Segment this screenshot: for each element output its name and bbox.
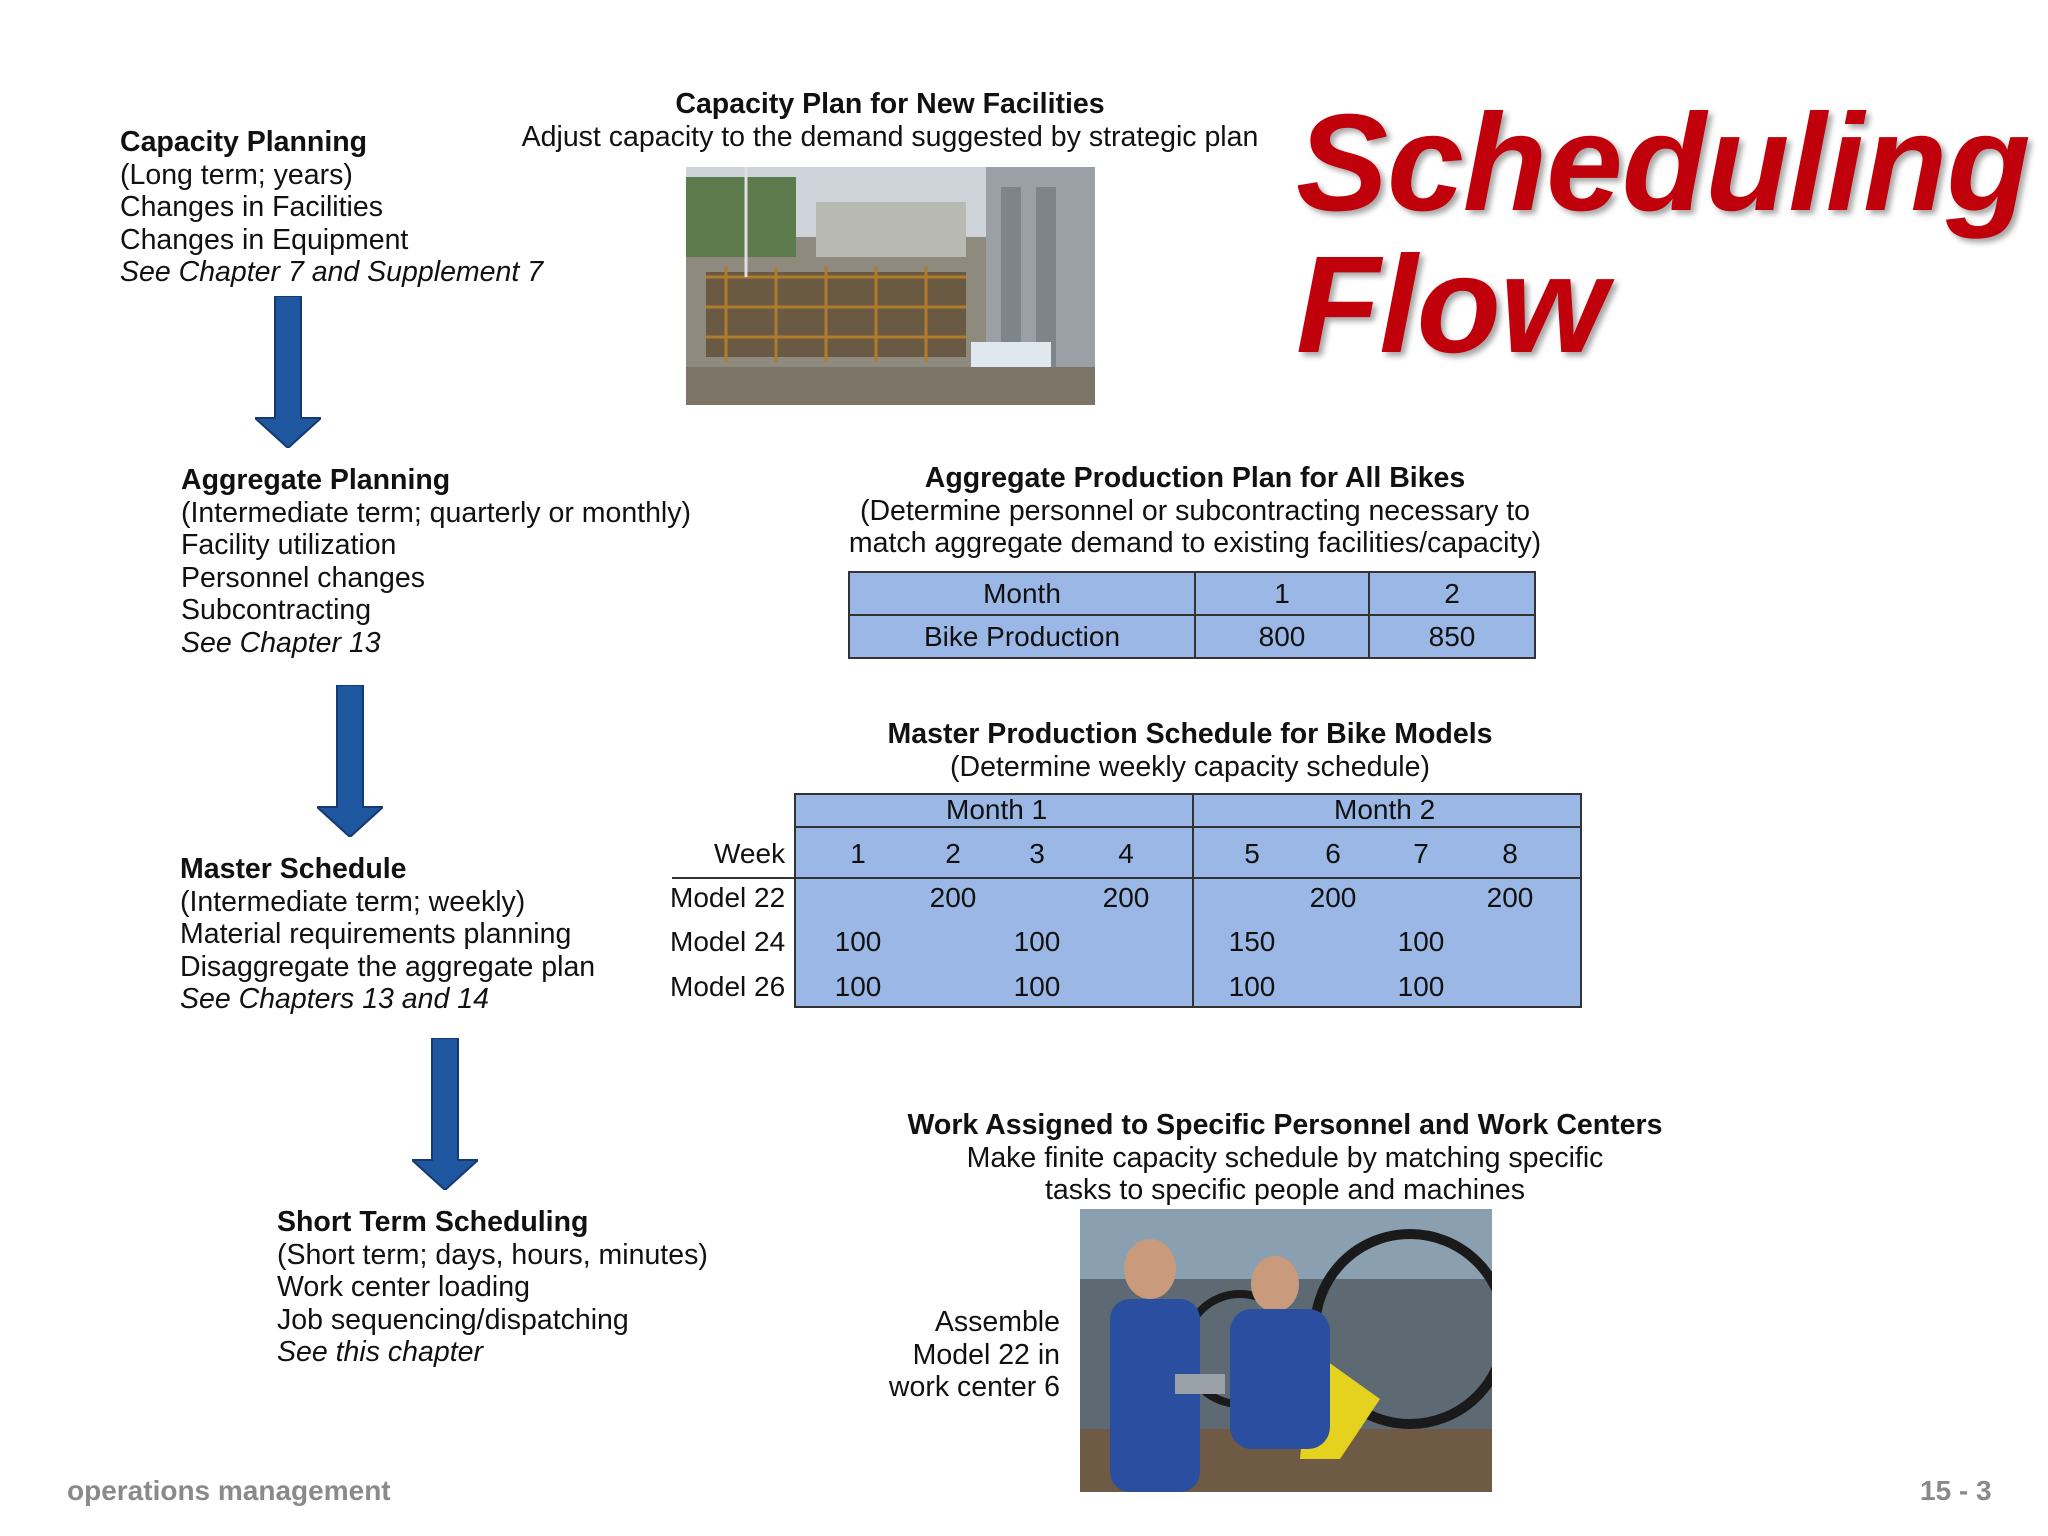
table-cell: Bike Production <box>848 614 1196 659</box>
mps-week-number: 3 <box>1029 838 1045 869</box>
short-term-scheduling-block: Short Term Scheduling (Short term; days,… <box>277 1206 708 1368</box>
bike-assembly-photo <box>1080 1209 1492 1492</box>
mps-week-number: 2 <box>945 838 961 869</box>
capacity-planning-block: Capacity Planning (Long term; years) Cha… <box>120 126 544 288</box>
mps-cell: 100 <box>1013 926 1061 957</box>
mps-caption: Master Production Schedule for Bike Mode… <box>887 718 1493 783</box>
work-assigned-caption: Work Assigned to Specific Personnel and … <box>907 1109 1663 1206</box>
mps-divider <box>672 877 1580 879</box>
table-cell: 850 <box>1368 614 1536 659</box>
mps-cell: 100 <box>1013 971 1061 1002</box>
table-cell: 1 <box>1194 571 1370 616</box>
mps-cell: 100 <box>1397 926 1445 957</box>
mps-model-label: Model 22 <box>670 882 786 913</box>
mps-week-number: 7 <box>1413 838 1429 869</box>
construction-site-photo <box>686 167 1095 405</box>
aggregate-plan-table: Month 1 2 Bike Production 800 850 <box>848 571 1536 659</box>
mps-cell: 200 <box>929 882 977 913</box>
table-cell: 2 <box>1368 571 1536 616</box>
mps-cell: 200 <box>1309 882 1357 913</box>
mps-divider <box>1192 793 1194 1008</box>
mps-cell: 100 <box>834 971 882 1002</box>
assembly-caption: Assemble Model 22 in work center 6 <box>888 1306 1060 1403</box>
mps-cell: 100 <box>834 926 882 957</box>
capacity-plan-caption: Capacity Plan for New Facilities Adjust … <box>521 88 1259 153</box>
mps-month-header: Month 2 <box>1334 794 1436 825</box>
aggregate-plan-caption: Aggregate Production Plan for All Bikes … <box>848 462 1542 559</box>
down-arrow-icon <box>317 685 383 837</box>
mps-week-number: 4 <box>1118 838 1134 869</box>
down-arrow-icon <box>255 296 321 448</box>
mps-model-label: Model 26 <box>670 971 786 1002</box>
slide-number: 15 - 3 <box>1920 1475 1992 1506</box>
mps-week-label: Week <box>714 838 786 869</box>
mps-week-number: 1 <box>850 838 866 869</box>
mps-week-number: 8 <box>1502 838 1518 869</box>
mps-week-number: 6 <box>1325 838 1341 869</box>
mps-cell: 200 <box>1486 882 1534 913</box>
footer-course-label: operations management <box>67 1475 391 1506</box>
table-row: Month 1 2 <box>848 571 1536 616</box>
mps-month-header: Month 1 <box>946 794 1048 825</box>
master-schedule-block: Master Schedule (Intermediate term; week… <box>180 853 596 1015</box>
mps-table <box>794 793 1582 1008</box>
table-cell: 800 <box>1194 614 1370 659</box>
aggregate-planning-block: Aggregate Planning (Intermediate term; q… <box>181 464 692 659</box>
mps-cell: 200 <box>1102 882 1150 913</box>
down-arrow-icon <box>412 1038 478 1190</box>
table-cell: Month <box>848 571 1196 616</box>
mps-cell: 100 <box>1228 971 1276 1002</box>
mps-model-label: Model 24 <box>670 926 786 957</box>
slide-title: Scheduling Flow <box>1296 86 2031 382</box>
mps-cell: 150 <box>1228 926 1276 957</box>
mps-divider <box>796 826 1580 828</box>
mps-cell: 100 <box>1397 971 1445 1002</box>
table-row: Bike Production 800 850 <box>848 614 1536 659</box>
mps-week-number: 5 <box>1244 838 1260 869</box>
